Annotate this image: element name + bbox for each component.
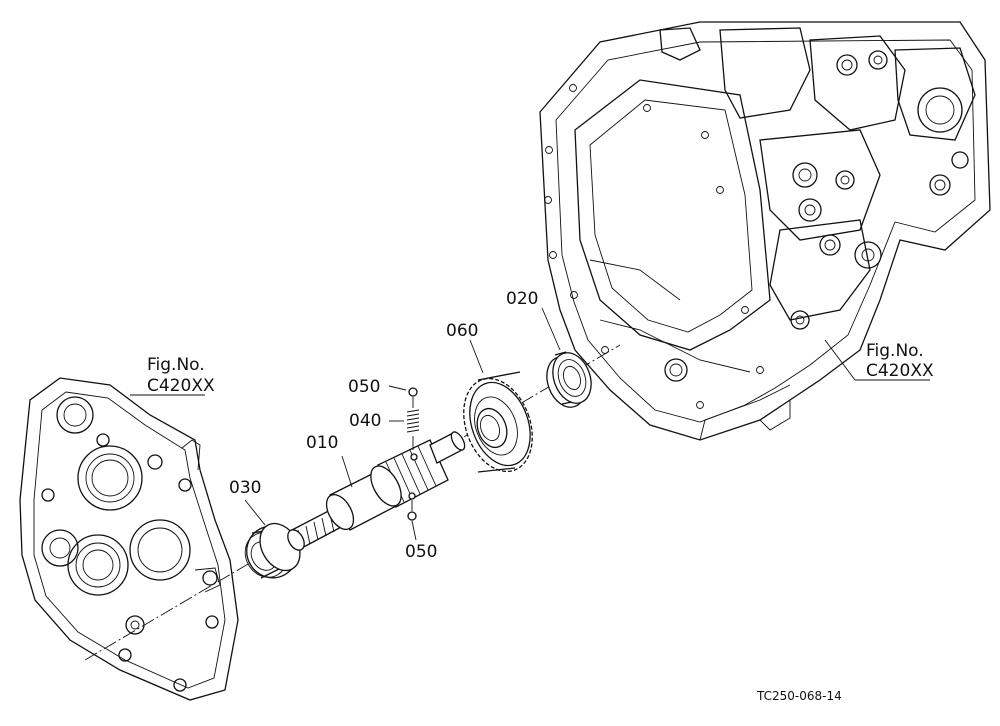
part-label-050-bottom: 050 — [405, 542, 437, 562]
figure-ref-right-line1: Fig.No. — [866, 341, 924, 361]
cover-plate — [19, 377, 239, 701]
shaft-010 — [287, 431, 466, 551]
part-label-030: 030 — [229, 478, 261, 498]
transmission-case-housing — [539, 21, 991, 441]
figure-ref-right-line2: C420XX — [866, 361, 934, 381]
bearing-020 — [546, 351, 592, 408]
part-label-020: 020 — [506, 289, 538, 309]
leader-lines — [130, 307, 930, 541]
spring-040 — [406, 409, 420, 450]
figure-ref-left-line2: C420XX — [147, 376, 215, 396]
part-label-060: 060 — [446, 321, 478, 341]
part-label-050-top: 050 — [348, 377, 380, 397]
ball-050-top — [408, 387, 418, 397]
part-label-040: 040 — [349, 411, 381, 431]
figure-ref-left-line1: Fig.No. — [147, 355, 205, 375]
gear-060 — [463, 371, 533, 473]
ball-050-bottom — [407, 511, 417, 521]
drawing-id: TC250-068-14 — [756, 689, 842, 703]
part-label-010: 010 — [306, 433, 338, 453]
